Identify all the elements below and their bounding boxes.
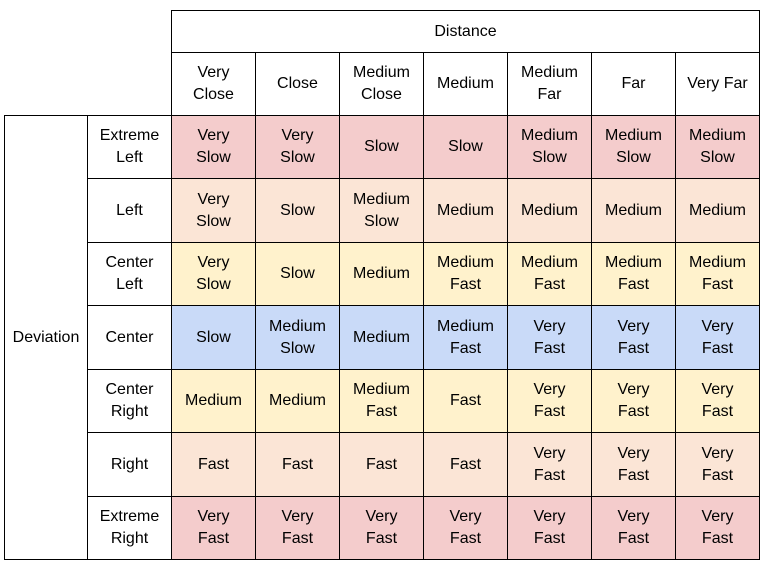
column-header: Medium <box>423 52 508 116</box>
table-cell: Fast <box>339 432 424 497</box>
table-cell: Very Slow <box>171 115 256 179</box>
table-cell: Medium <box>171 369 256 433</box>
table-cell: Medium Fast <box>339 369 424 433</box>
table-cell: Very Fast <box>507 496 592 560</box>
table-cell: Very Fast <box>339 496 424 560</box>
table-cell: Slow <box>255 242 340 306</box>
table-cell: Fast <box>423 369 508 433</box>
table-cell: Very Fast <box>591 432 676 497</box>
row-header: Extreme Right <box>87 496 172 560</box>
table-cell: Very Fast <box>255 496 340 560</box>
row-header: Center Left <box>87 242 172 306</box>
table-cell: Very Fast <box>675 369 760 433</box>
table-cell: Slow <box>339 115 424 179</box>
table-cell: Fast <box>255 432 340 497</box>
row-header: Center Right <box>87 369 172 433</box>
table-cell: Slow <box>255 178 340 243</box>
column-header: Medium Far <box>507 52 592 116</box>
table-cell: Very Fast <box>171 496 256 560</box>
table-cell: Very Fast <box>675 305 760 370</box>
table-cell: Medium <box>591 178 676 243</box>
table-cell: Fast <box>171 432 256 497</box>
table-cell: Very Fast <box>507 305 592 370</box>
table-cell: Slow <box>423 115 508 179</box>
table-cell: Very Fast <box>507 369 592 433</box>
table-cell: Very Fast <box>507 432 592 497</box>
table-cell: Medium Fast <box>675 242 760 306</box>
table-cell: Medium Fast <box>423 242 508 306</box>
table-cell: Very Fast <box>591 496 676 560</box>
deviation-header: Deviation <box>4 115 88 560</box>
table-cell: Very Slow <box>171 242 256 306</box>
table-cell: Medium Fast <box>423 305 508 370</box>
row-header: Center <box>87 305 172 370</box>
table-cell: Slow <box>171 305 256 370</box>
table-cell: Medium Slow <box>255 305 340 370</box>
table-cell: Medium Fast <box>507 242 592 306</box>
column-header: Medium Close <box>339 52 424 116</box>
table-cell: Very Fast <box>591 305 676 370</box>
table-cell: Very Slow <box>171 178 256 243</box>
column-header: Far <box>591 52 676 116</box>
column-header: Very Close <box>171 52 256 116</box>
table-cell: Medium <box>339 305 424 370</box>
table-cell: Medium Fast <box>591 242 676 306</box>
row-header: Right <box>87 432 172 497</box>
row-header: Left <box>87 178 172 243</box>
table-cell: Medium <box>255 369 340 433</box>
column-header: Close <box>255 52 340 116</box>
row-header: Extreme Left <box>87 115 172 179</box>
table-cell: Medium <box>675 178 760 243</box>
table-cell: Medium Slow <box>591 115 676 179</box>
table-cell: Fast <box>423 432 508 497</box>
table-cell: Medium Slow <box>507 115 592 179</box>
table-cell: Medium <box>423 178 508 243</box>
table-cell: Very Fast <box>675 496 760 560</box>
column-header: Very Far <box>675 52 760 116</box>
table-cell: Medium <box>339 242 424 306</box>
table-cell: Very Fast <box>675 432 760 497</box>
table-cell: Medium <box>507 178 592 243</box>
table-cell: Medium Slow <box>675 115 760 179</box>
table-cell: Medium Slow <box>339 178 424 243</box>
table-cell: Very Slow <box>255 115 340 179</box>
table-cell: Very Fast <box>423 496 508 560</box>
table-cell: Very Fast <box>591 369 676 433</box>
distance-header: Distance <box>171 10 760 53</box>
